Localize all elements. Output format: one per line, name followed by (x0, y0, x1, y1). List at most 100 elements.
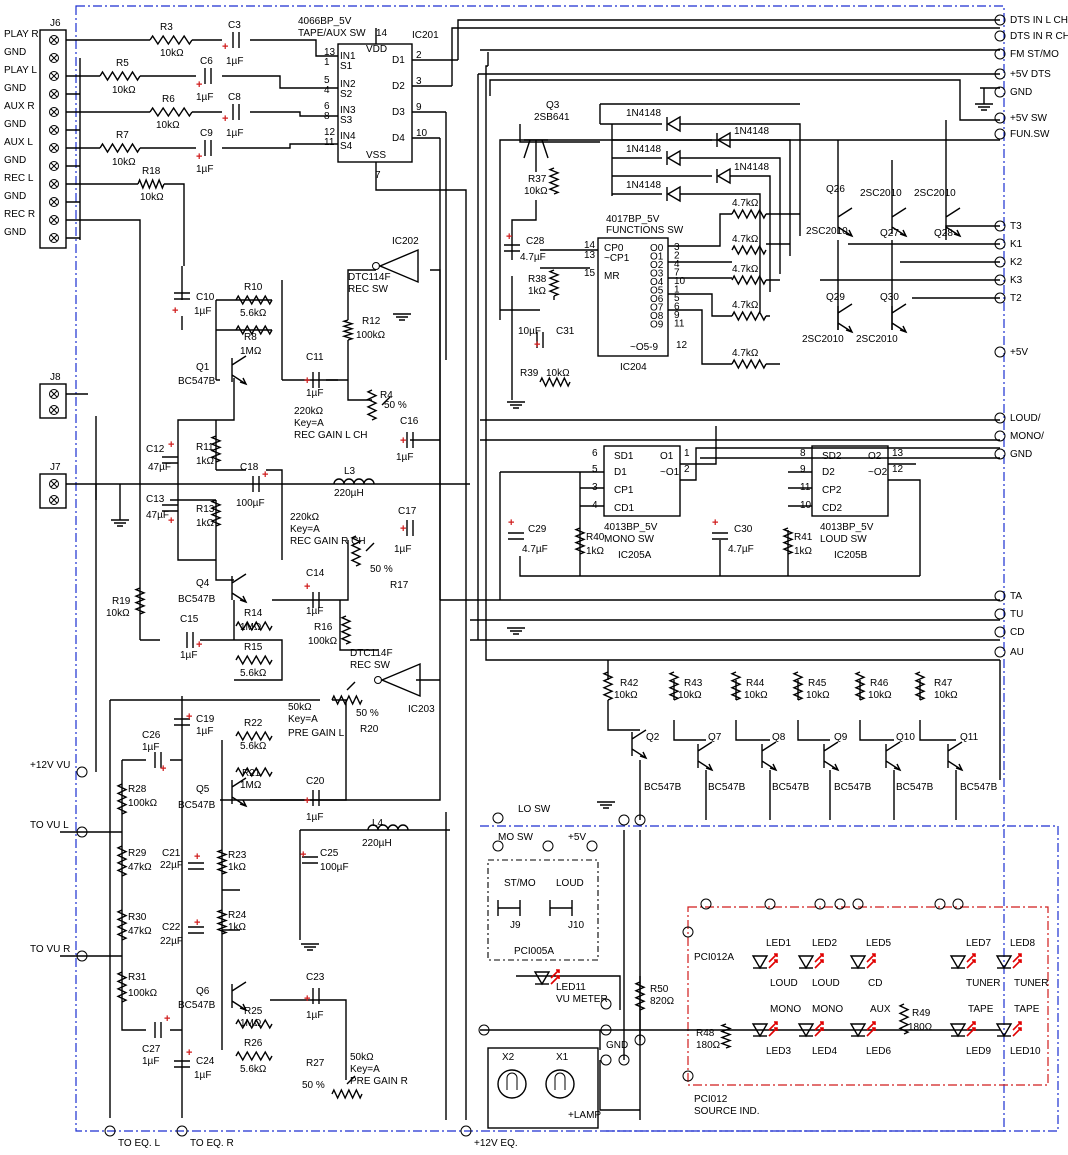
polarity-mark: + (508, 517, 514, 529)
pot-position: 50 % (302, 1080, 325, 1091)
ic205apins-output-pin: 2 (684, 464, 690, 475)
polarity-mark: + (194, 851, 200, 863)
j7-connector: J7 (39, 462, 67, 509)
ic205bpins-pin-number: 8 (800, 448, 806, 459)
capacitor (312, 988, 320, 1004)
diode (666, 185, 681, 203)
lamp-box (487, 1047, 599, 1129)
resistor-ref: R47 (934, 678, 953, 689)
ic205apins-output-name: O1 (660, 451, 674, 462)
polarity-mark: + (168, 439, 174, 451)
lamp-filament (506, 1072, 518, 1090)
resistor (116, 845, 128, 877)
resistor (235, 654, 273, 666)
led (995, 955, 1013, 970)
resistor-value: 5.6kΩ (240, 1064, 267, 1075)
resistor (574, 527, 586, 555)
switch-label: ST/MO (504, 878, 536, 889)
emitter-arrow (893, 763, 902, 772)
resistor-value: 1kΩ (228, 922, 247, 933)
right-terminal-label: GND (1010, 449, 1032, 460)
ic201-pin-name: D3 (392, 107, 405, 118)
led-label: TUNER (966, 978, 1000, 989)
left-terminal-label: +12V VU (30, 760, 70, 771)
transistor-ref: Q27 (880, 228, 899, 239)
led-label: MONO (812, 1004, 843, 1015)
led-ref: LED2 (812, 938, 837, 949)
ic201-pin-number: 6 (324, 101, 330, 112)
resistor-value: 10kΩ (112, 85, 136, 96)
resistor-ref: R22 (244, 718, 263, 729)
resistor-ref: R14 (244, 608, 263, 619)
polarity-mark: + (196, 79, 202, 91)
ic204-pin-number: 13 (584, 250, 596, 261)
capacitor (312, 592, 320, 608)
resistor (149, 34, 193, 46)
transistor-ref: Q30 (880, 292, 899, 303)
transistor-part: 2SC2010 (806, 226, 848, 237)
right-terminal-label: LOUD/ (1010, 413, 1041, 424)
ic205apins-pin-name: CD1 (614, 503, 634, 514)
resistor (350, 535, 362, 567)
ic204-output-pin: 12 (676, 340, 688, 351)
led-label: TAPE (1014, 1004, 1040, 1015)
ic205bpins-pin-name: SD2 (822, 451, 842, 462)
j6-pin (49, 143, 59, 153)
resistor (134, 587, 146, 615)
j6-pin (49, 53, 59, 63)
ic205bpins-output-pin: 12 (892, 464, 904, 475)
ic201-pin-name: IN2 (340, 79, 356, 90)
capacitor-value: 1µF (396, 452, 413, 463)
ic205bpins-pin-name: D2 (822, 467, 835, 478)
transistor-ref: Q28 (934, 228, 953, 239)
ic204-output-pin: 2 (674, 251, 680, 262)
resistor-ref: R50 (650, 984, 669, 995)
emitter-arrow (845, 325, 854, 334)
resistor-value: 4.7kΩ (732, 264, 759, 275)
resistor-value: 47kΩ (128, 926, 152, 937)
capacitor-ref: C9 (200, 128, 213, 139)
pot-desc: 50kΩ (288, 702, 312, 713)
resistor-value: 100kΩ (128, 988, 158, 999)
emitter-arrow (955, 763, 964, 772)
svg-text:4066BP_5V: 4066BP_5V (298, 16, 352, 27)
j6-label: J6 (50, 18, 61, 29)
switch-label: LO SW (518, 804, 551, 815)
diode (666, 149, 681, 167)
led-ray (966, 953, 976, 969)
resistor (898, 1003, 910, 1035)
transistor-part: 2SC2010 (914, 188, 956, 199)
led-board-outline (687, 906, 1049, 1086)
inductor-ref: L4 (372, 818, 384, 829)
resistor-ref: R28 (128, 784, 147, 795)
ic204-output-name: O0 (650, 243, 664, 254)
capacitor-ref: C28 (526, 236, 545, 247)
pot-desc: REC GAIN L CH (294, 430, 368, 441)
resistor-value: 180Ω (908, 1022, 933, 1033)
resistor-value: 100kΩ (356, 330, 386, 341)
capacitor-ref: C11 (306, 352, 324, 363)
led (797, 955, 815, 970)
resistor-value: 5.6kΩ (240, 741, 267, 752)
transistor-ref: Q3 (546, 100, 560, 111)
ic201-pin-number: 13 (324, 47, 336, 58)
polarity-mark: + (160, 763, 166, 775)
transistor-ref: Q1 (196, 362, 210, 373)
led-ray (1012, 1021, 1022, 1037)
right-terminal-label: FUN.SW (1010, 129, 1050, 140)
resistor (854, 671, 866, 701)
right-terminal-label: K3 (1010, 275, 1023, 286)
capacitor-value: 47µF (146, 510, 169, 521)
polarity-mark: + (168, 515, 174, 527)
lamp-filament (554, 1072, 566, 1090)
capacitor-value: 1µF (196, 92, 213, 103)
capacitor (154, 752, 162, 768)
capacitor-ref: C27 (142, 1044, 161, 1055)
svg-text:IC205A: IC205A (618, 550, 652, 561)
resistor-ref: R49 (912, 1008, 931, 1019)
right-terminal-label: DTS IN R CH (1010, 31, 1068, 42)
resistor (731, 274, 767, 286)
resistor (331, 694, 363, 706)
capacitor-ref: C14 (306, 568, 325, 579)
